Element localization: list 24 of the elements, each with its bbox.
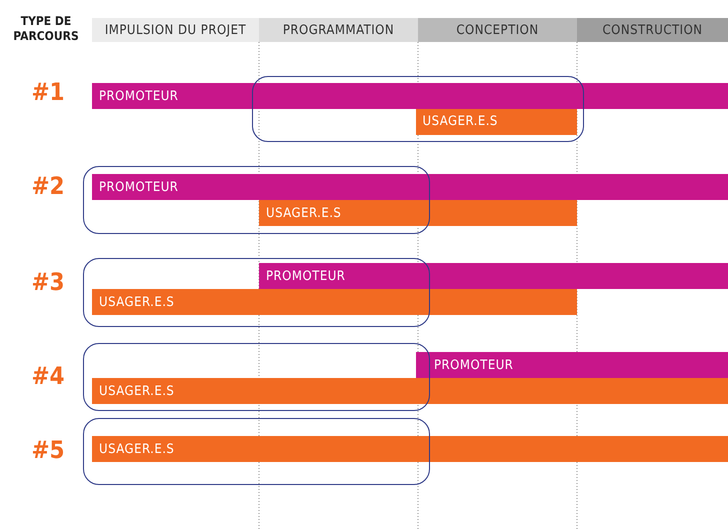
row-number: #1	[30, 78, 66, 106]
highlight-outline	[252, 76, 584, 142]
highlight-outline	[83, 258, 430, 327]
timeline-bar: USAGER.E.S	[92, 378, 728, 404]
row-number: #3	[30, 268, 66, 296]
row-number: #5	[30, 436, 66, 464]
row-number: #4	[30, 362, 66, 390]
timeline-bar: PROMOTEUR	[92, 83, 728, 109]
phase-header: CONCEPTION	[418, 18, 577, 42]
phase-header: PROGRAMMATION	[259, 18, 418, 42]
highlight-outline	[83, 343, 430, 411]
timeline-bar: PROMOTEUR	[259, 263, 728, 289]
row-number: #2	[30, 172, 66, 200]
timeline-bar: USAGER.E.S	[416, 108, 576, 134]
highlight-outline	[83, 166, 430, 234]
timeline-bar: PROMOTEUR	[416, 352, 728, 378]
timeline-bar: PROMOTEUR	[92, 174, 728, 200]
timeline-bar: USAGER.E.S	[92, 289, 577, 315]
highlight-outline	[83, 418, 430, 485]
phase-header: IMPULSION DU PROJET	[92, 18, 259, 42]
column-heading: TYPE DE PARCOURS	[12, 14, 80, 44]
timeline-bar: USAGER.E.S	[92, 436, 728, 462]
phase-header: CONSTRUCTION	[577, 18, 728, 42]
timeline-bar: USAGER.E.S	[259, 200, 577, 226]
